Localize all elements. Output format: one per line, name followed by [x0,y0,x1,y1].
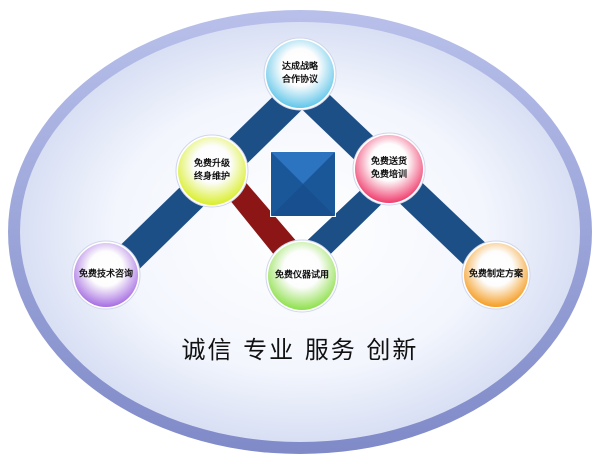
node-circle-left-mid [178,137,246,205]
node-circle-left-bottom [74,243,138,307]
node-label-top: 达成战略合作协议 [281,62,318,85]
slogan-text: 诚信 专业 服务 创新 [181,336,419,364]
center-diamond [270,151,336,217]
node-circle-top [266,40,334,108]
node-circle-center-bottom [268,242,336,310]
node-label-left-mid: 免费升级终身维护 [193,159,230,182]
node-label-right-mid: 免费送货免费培训 [370,157,407,180]
node-label-left-bottom: 免费技术咨询 [78,269,133,280]
node-label-center-bottom: 免费仪器试用 [274,270,329,281]
node-label-right-bottom: 免费制定方案 [468,269,523,280]
node-circle-right-bottom [464,243,528,307]
inner-ellipse-background [20,22,580,442]
node-circle-right-mid [355,135,423,203]
